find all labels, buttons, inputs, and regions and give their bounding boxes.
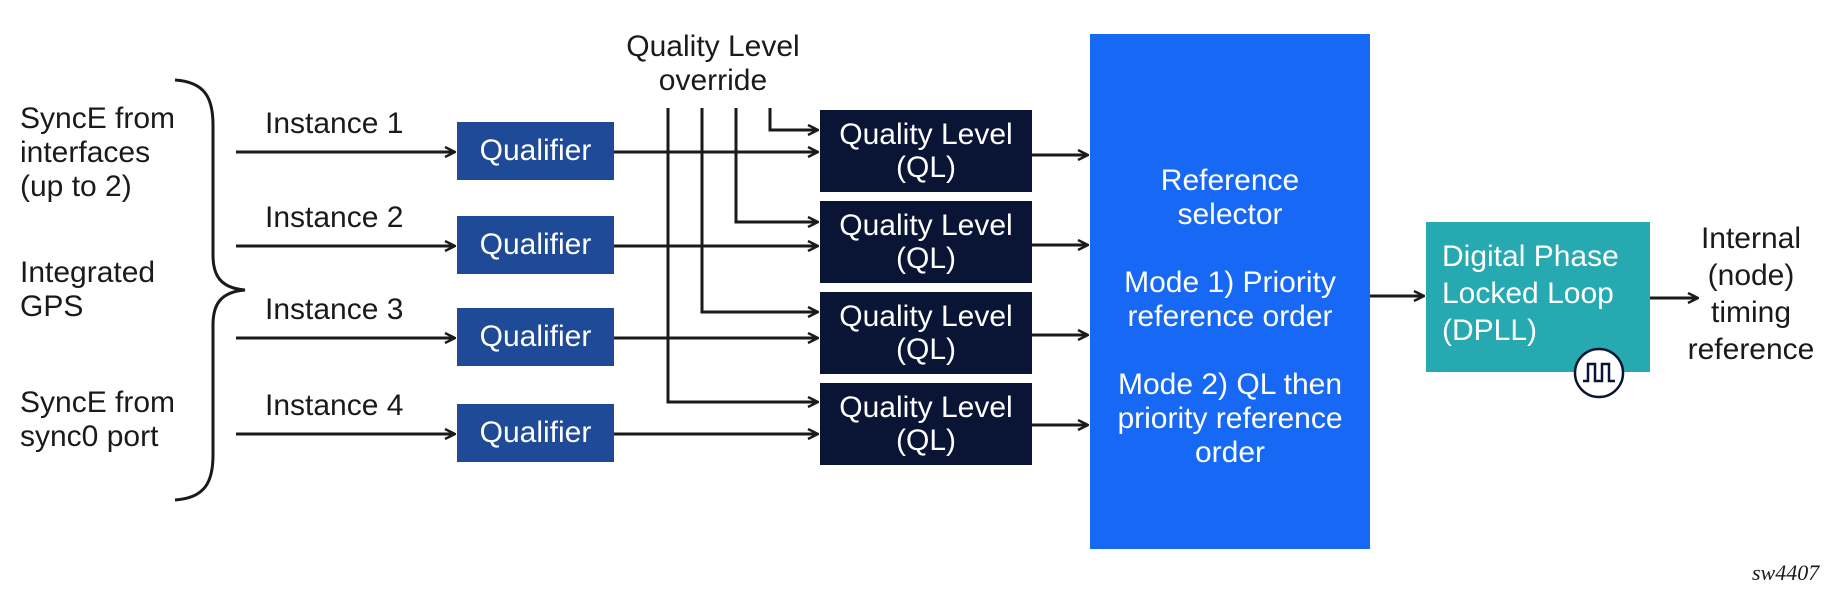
reference-selector-box: Reference selector Mode 1) Priority refe…: [1090, 34, 1370, 549]
instance-4-label: Instance 4: [265, 389, 404, 422]
instance-3-label: Instance 3: [265, 293, 404, 326]
override-line-3: [700, 108, 818, 312]
output-timing-reference: Internal (node) timing reference: [1687, 222, 1815, 366]
qualifier-box-1: Qualifier: [457, 122, 614, 180]
dpll-box: Digital Phase Locked Loop (DPLL): [1426, 222, 1650, 372]
override-line-4: [666, 108, 818, 402]
qualifier-box-2: Qualifier: [457, 216, 614, 274]
quality-level-box-2: Quality Level (QL): [820, 201, 1032, 283]
square-wave-icon: [1573, 347, 1625, 399]
instance-2-label: Instance 2: [265, 201, 404, 234]
override-line-1: [768, 108, 818, 130]
quality-level-box-1: Quality Level (QL): [820, 110, 1032, 192]
qualifier-box-4: Qualifier: [457, 404, 614, 462]
source-brace: [174, 78, 246, 502]
figure-id: sw4407: [1752, 560, 1820, 585]
dpll-label: Digital Phase Locked Loop (DPLL): [1442, 240, 1619, 347]
instance-1-label: Instance 1: [265, 107, 404, 140]
qualifier-box-3: Qualifier: [457, 308, 614, 366]
source-integrated-gps: Integrated GPS: [20, 256, 156, 323]
ql-override-label: Quality Level override: [626, 30, 800, 97]
quality-level-box-4: Quality Level (QL): [820, 383, 1032, 465]
source-synce-sync0: SyncE from sync0 port: [20, 386, 176, 453]
quality-level-box-3: Quality Level (QL): [820, 292, 1032, 374]
override-line-2: [734, 108, 818, 222]
source-synce-interfaces: SyncE from interfaces (up to 2): [20, 102, 176, 203]
